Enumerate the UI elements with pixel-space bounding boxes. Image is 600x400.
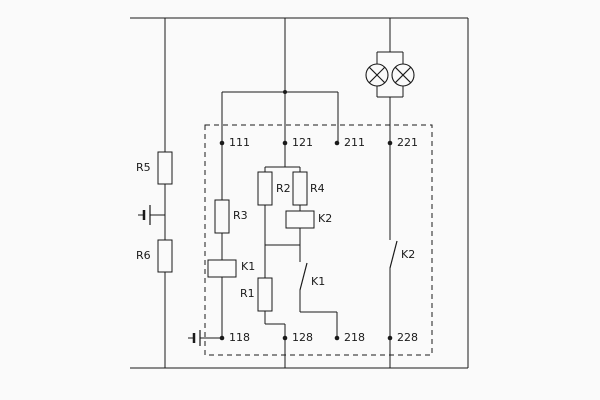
terminal-label-211: 211 <box>344 136 365 149</box>
label-k1-coil: K1 <box>241 260 256 273</box>
cell-lower-icon <box>192 330 201 346</box>
resistor-r2-box <box>257 171 273 206</box>
terminal-label-221: 221 <box>397 136 418 149</box>
terminal-label-218: 218 <box>344 331 365 344</box>
terminal-dot-221 <box>387 140 393 146</box>
label-r6: R6 <box>136 249 151 262</box>
resistor-r4-box <box>292 171 308 206</box>
label-r5: R5 <box>136 161 151 174</box>
k1-contact-blade <box>299 262 308 291</box>
resistor-r3-box <box>214 199 230 234</box>
terminal-dot-121 <box>282 140 288 146</box>
label-r4: R4 <box>310 182 325 195</box>
label-r2: R2 <box>276 182 291 195</box>
lamp-left-icon <box>365 63 389 87</box>
terminal-label-118: 118 <box>229 331 250 344</box>
terminal-dot-111 <box>219 140 225 146</box>
cell-upper-icon <box>142 205 151 225</box>
branch-conductors <box>264 143 301 246</box>
terminal-dot-211 <box>334 140 340 146</box>
module-boundary <box>204 124 433 356</box>
terminal-dot-118 <box>219 335 225 341</box>
relay-coil-k2-box <box>285 210 315 229</box>
resistor-r6-box <box>157 239 173 273</box>
relay-coil-k1-box <box>207 259 237 278</box>
terminal-dot-128 <box>282 335 288 341</box>
terminal-label-228: 228 <box>397 331 418 344</box>
lamp-right-icon <box>391 63 415 87</box>
bridge-link <box>221 91 339 143</box>
label-r1: R1 <box>240 287 255 300</box>
terminal-label-128: 128 <box>292 331 313 344</box>
lamp-branch-conductor <box>376 18 404 143</box>
terminal-label-121: 121 <box>292 136 313 149</box>
junction-dot <box>283 90 287 94</box>
label-k2-contact: K2 <box>401 248 416 261</box>
resistor-r1-box <box>257 277 273 312</box>
label-k2-coil: K2 <box>318 212 333 225</box>
terminal-dot-218 <box>334 335 340 341</box>
k1-contact-leads <box>299 245 338 338</box>
r1-branch-conductor <box>264 245 286 368</box>
terminal-dot-228 <box>387 335 393 341</box>
label-r3: R3 <box>233 209 248 222</box>
label-k1-contact: K1 <box>311 275 326 288</box>
terminal-label-111: 111 <box>229 136 250 149</box>
k2-contact-blade <box>389 240 398 269</box>
resistor-r5-box <box>157 151 173 185</box>
